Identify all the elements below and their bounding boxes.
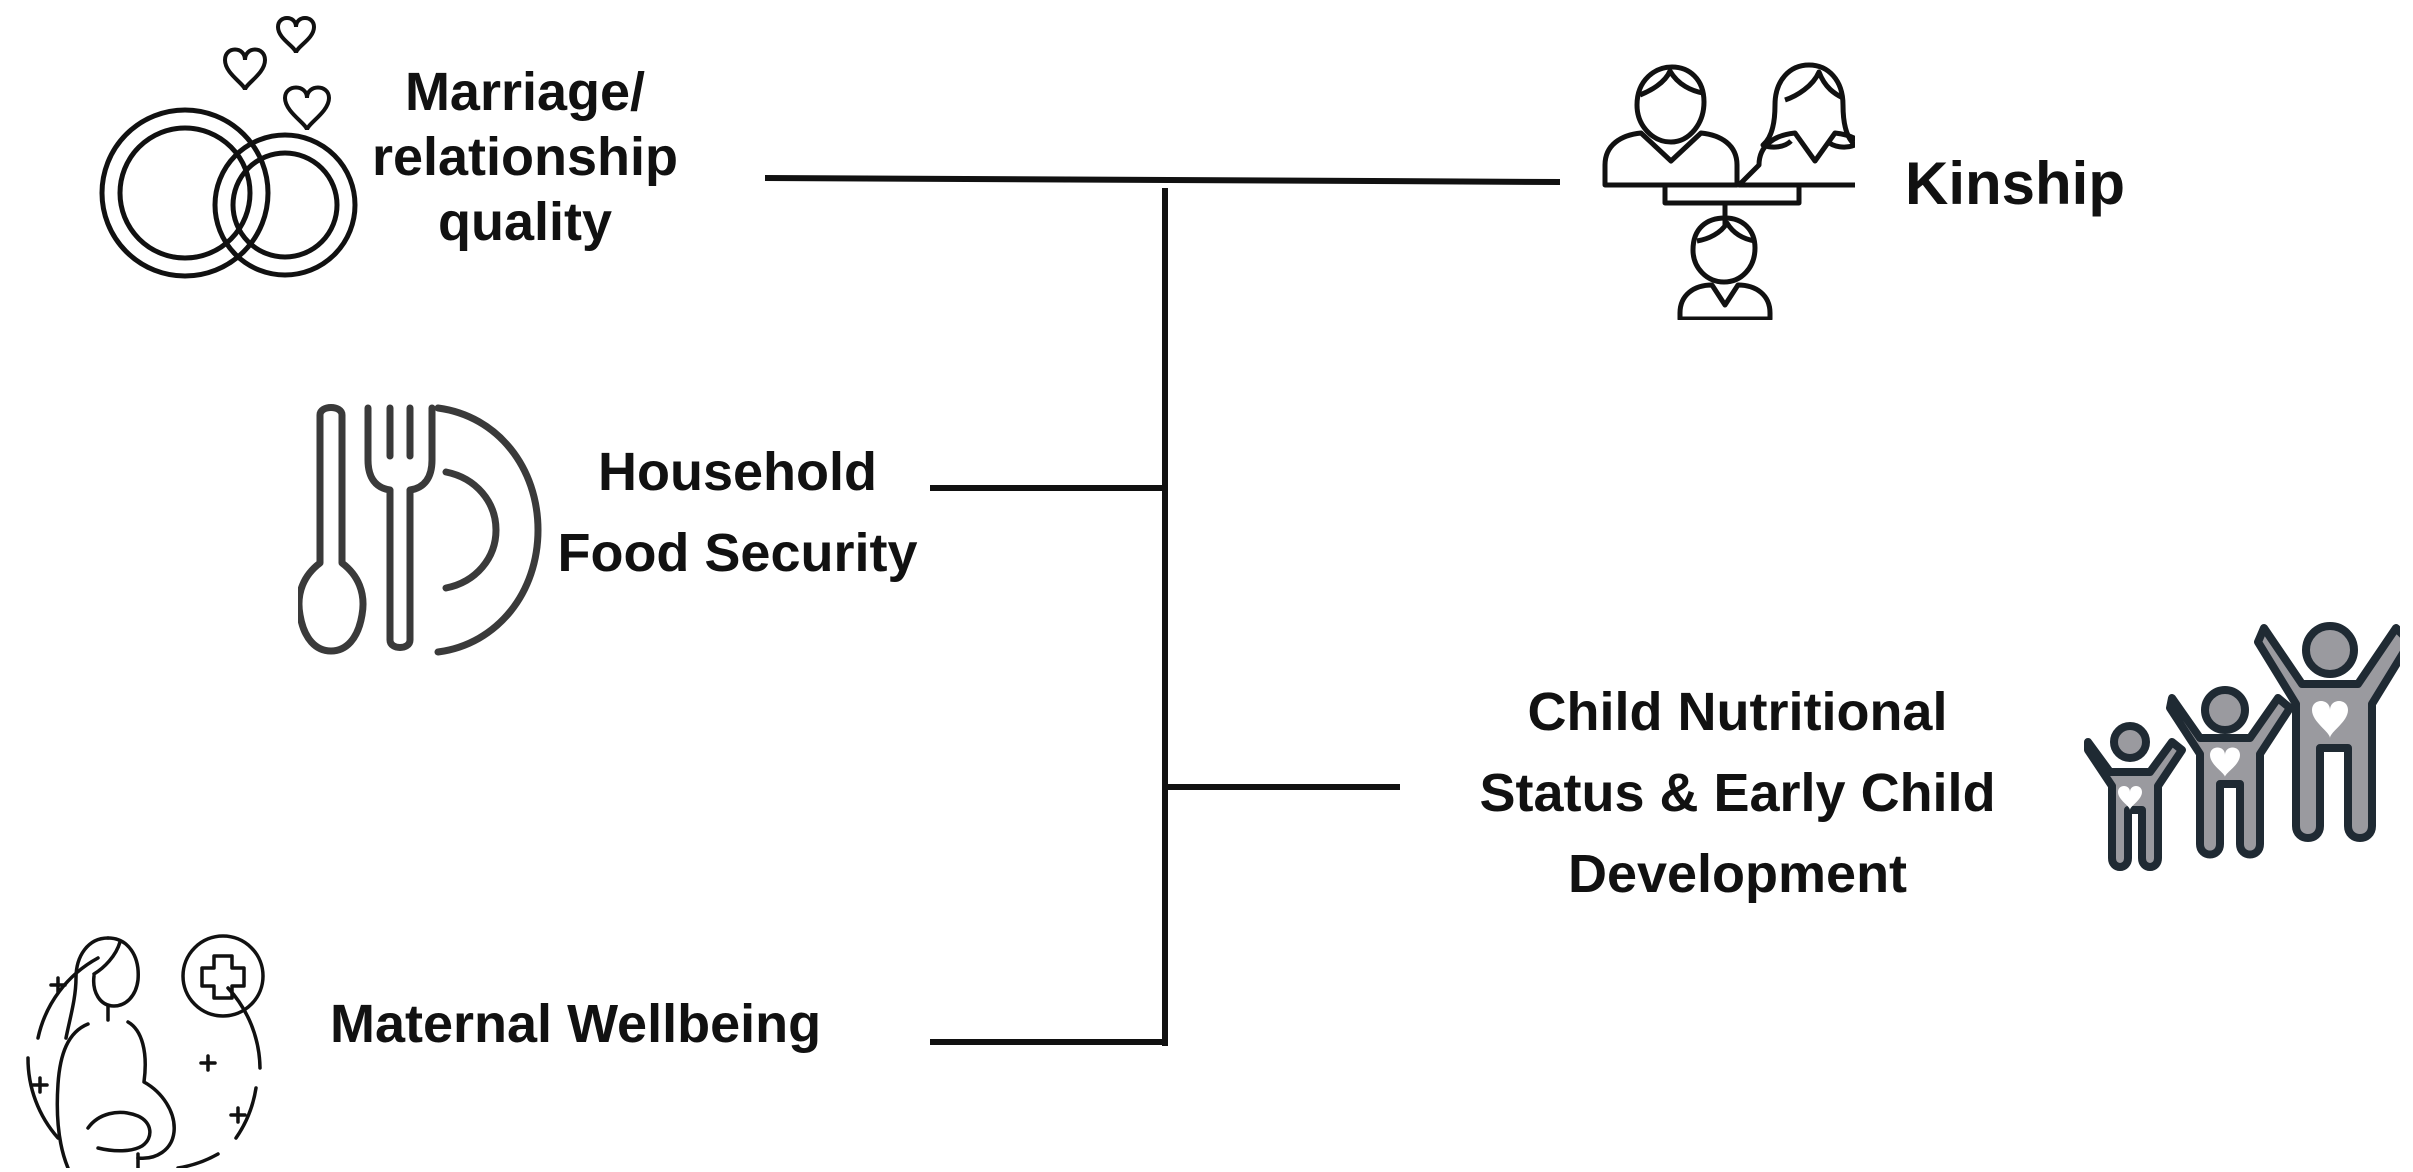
food-security-label: Household Food Security — [557, 442, 918, 583]
children-heart-icon — [2084, 622, 2400, 871]
plate-fork-spoon-icon — [298, 404, 542, 656]
family-tree-icon — [1602, 62, 1855, 320]
kinship-label: Kinship — [1905, 150, 2125, 217]
marriage-label: Marriage/ relationship quality — [371, 62, 679, 252]
maternal-label: Maternal Wellbeing — [330, 994, 822, 1054]
pregnant-woman-icon — [26, 934, 265, 1168]
connector-marriage-kinship — [764, 175, 1561, 185]
child-label: Child Nutritional Status & Early Child D… — [1479, 682, 1996, 904]
wedding-rings-hearts-icon — [99, 16, 358, 279]
